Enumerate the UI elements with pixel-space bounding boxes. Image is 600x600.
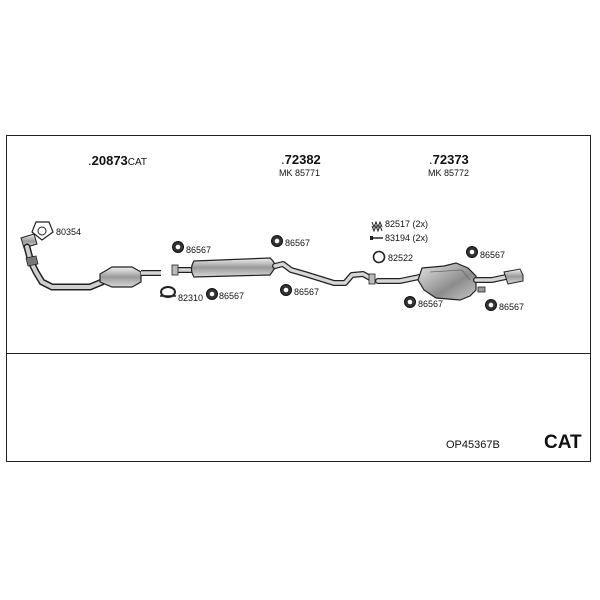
rear-part-mk: MK 85772 <box>428 168 470 178</box>
middle-silencer <box>171 257 376 286</box>
kit-type-tag: CAT <box>544 432 582 453</box>
rear-silencer <box>375 262 524 301</box>
hanger-icon-f <box>404 296 416 308</box>
hanger-label-c: 86567 <box>285 238 311 248</box>
hanger-icon-e <box>466 246 478 258</box>
bolt-label: 83194 (2x) <box>385 233 429 243</box>
kit-code: OP45367B <box>446 439 500 451</box>
hanger-label-f: 86567 <box>418 299 444 309</box>
clamp-label: 82310 <box>178 293 204 303</box>
gasket-label: 80354 <box>56 227 82 237</box>
hanger-label-e: 86567 <box>480 250 506 260</box>
hanger-label-d: 86567 <box>294 287 320 297</box>
spring-label: 82517 (2x) <box>385 219 429 229</box>
diagram-frame <box>6 135 591 462</box>
hanger-label-a: 86567 <box>186 245 212 255</box>
clamp-icon <box>160 286 176 298</box>
spring-icon <box>371 220 383 233</box>
hanger-icon-b <box>206 288 218 300</box>
middle-part-mk: MK 85771 <box>279 168 321 178</box>
hanger-icon-g <box>485 299 497 311</box>
footer-divider <box>6 353 591 354</box>
hanger-icon-c <box>271 235 283 247</box>
middle-part-number: .72382 <box>281 152 321 167</box>
ring-label: 82522 <box>388 253 414 263</box>
cat-part-number: .20873CAT <box>88 153 148 168</box>
hanger-icon-d <box>280 284 292 296</box>
hanger-label-g: 86567 <box>499 302 525 312</box>
ring-icon <box>372 250 386 264</box>
hanger-icon-a <box>172 241 184 253</box>
gasket-icon <box>31 221 54 241</box>
hanger-label-b: 86567 <box>219 291 245 301</box>
bolt-icon <box>370 236 383 240</box>
rear-part-number: .72373 <box>429 152 469 167</box>
catalytic-converter-pipe <box>20 233 161 291</box>
